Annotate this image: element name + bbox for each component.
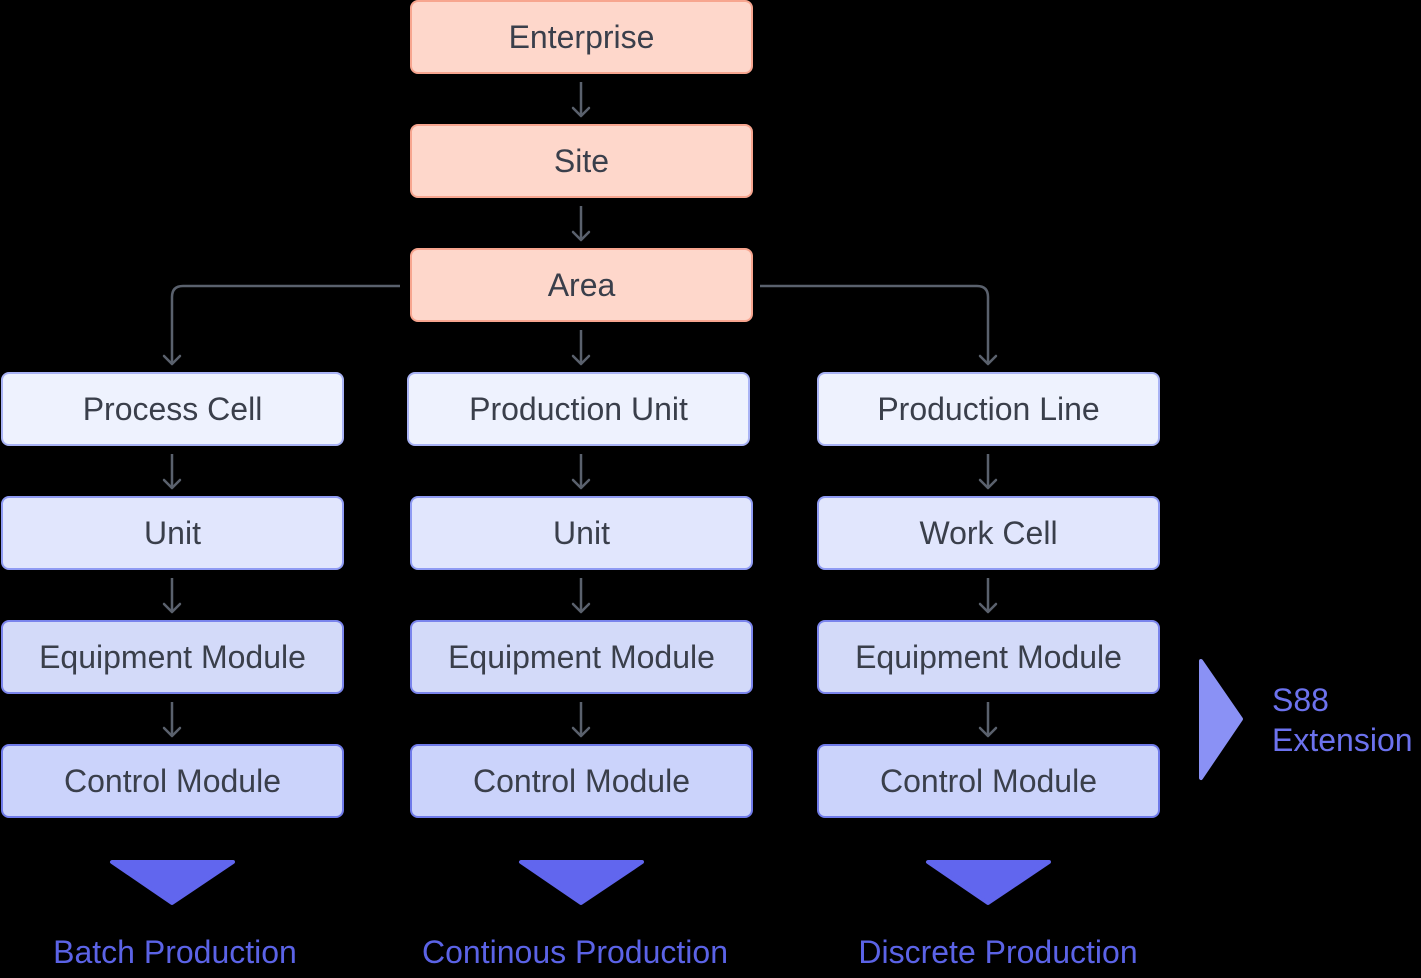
discrete-control-module-box: Control Module xyxy=(817,744,1160,818)
s88-extension-label: S88 Extension xyxy=(1272,680,1413,760)
s88-extension-line1: S88 xyxy=(1272,682,1329,718)
production-line-box: Production Line xyxy=(817,372,1160,446)
enterprise-box: Enterprise xyxy=(410,0,753,74)
batch-production-label: Batch Production xyxy=(53,934,297,970)
continuous-control-module-box: Control Module xyxy=(410,744,753,818)
continuous-production-chevron-icon xyxy=(519,860,644,905)
connector-area-process-cell xyxy=(162,284,400,366)
batch-control-module-box: Control Module xyxy=(1,744,344,818)
continuous-unit-box: Unit xyxy=(410,496,753,570)
discrete-production-label: Discrete Production xyxy=(858,934,1138,970)
s88-extension-chevron-icon xyxy=(1199,659,1243,780)
site-box: Site xyxy=(410,124,753,198)
discrete-equipment-module-box: Equipment Module xyxy=(817,620,1160,694)
batch-production-chevron-icon xyxy=(110,860,235,905)
continuous-equipment-module-box: Equipment Module xyxy=(410,620,753,694)
area-box: Area xyxy=(410,248,753,322)
batch-unit-box: Unit xyxy=(1,496,344,570)
work-cell-box: Work Cell xyxy=(817,496,1160,570)
s88-extension-line2: Extension xyxy=(1272,722,1413,758)
production-unit-box: Production Unit xyxy=(407,372,750,446)
continuous-production-label: Continous Production xyxy=(422,934,728,970)
process-cell-box: Process Cell xyxy=(1,372,344,446)
connector-area-production-line xyxy=(760,284,998,366)
discrete-production-chevron-icon xyxy=(926,860,1051,905)
batch-equipment-module-box: Equipment Module xyxy=(1,620,344,694)
